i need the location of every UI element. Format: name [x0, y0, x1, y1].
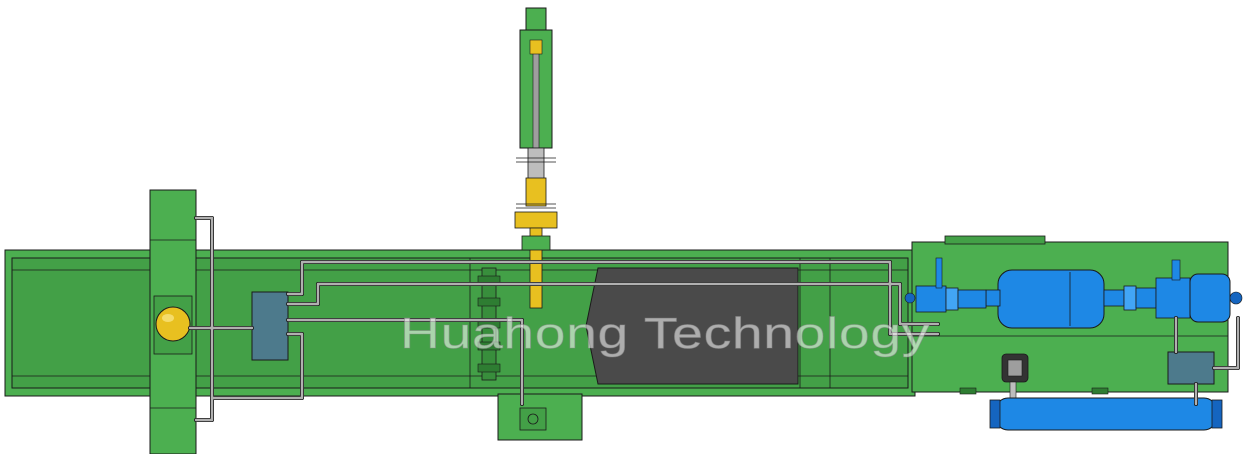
vertical-cylinder: [514, 7, 558, 309]
valve-block-right: [1167, 351, 1215, 385]
bottom-outlet-box: [497, 393, 583, 441]
valve-block-left: [251, 291, 289, 361]
electric-motor: [985, 269, 1137, 329]
pump-left: [904, 257, 987, 313]
pump-unit: [155, 306, 191, 342]
ram-plate: [477, 267, 501, 381]
watermark: Huahong Technology: [400, 309, 930, 358]
filter-unit: [1001, 353, 1029, 401]
compression-chamber: [585, 267, 799, 385]
oil-cooler: [989, 397, 1223, 431]
hydraulic-pipes-fill: [188, 216, 1240, 422]
pump-right: [1135, 259, 1243, 323]
